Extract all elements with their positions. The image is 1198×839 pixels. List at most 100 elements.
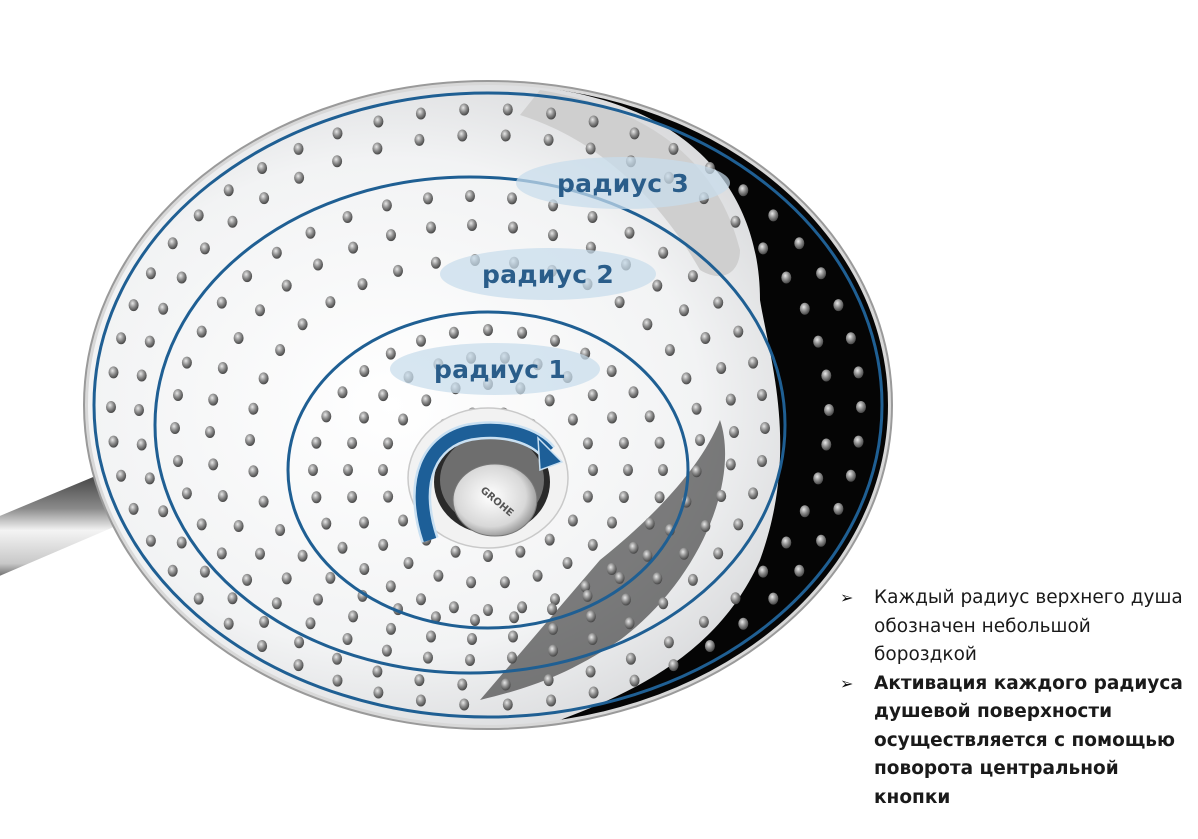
nozzle-dot (448, 326, 459, 339)
nozzle-dot (128, 502, 139, 515)
nozzle-dot (414, 133, 425, 146)
nozzle-dot (258, 495, 269, 508)
nozzle-dot (313, 258, 323, 271)
nozzle-dot (483, 604, 493, 616)
nozzle-dot (199, 565, 210, 578)
nozzle-dot (145, 534, 156, 547)
nozzle-dot (644, 517, 655, 530)
nozzle-dot (738, 184, 749, 197)
nozzle-dot (816, 534, 827, 547)
nozzle-dot (176, 536, 187, 549)
nozzle-dot (567, 413, 578, 426)
nozzle-dot (483, 324, 493, 336)
nozzle-dot (167, 237, 178, 250)
nozzle-dot (582, 490, 593, 503)
nozzle-dot (629, 127, 640, 140)
nozzle-dot (813, 472, 824, 485)
nozzle-dot (144, 335, 155, 348)
nozzle-dot (223, 184, 234, 197)
nozzle-dot (176, 271, 187, 284)
nozzle-dot (145, 267, 156, 280)
nozzle-dot (385, 580, 396, 593)
nozzle-dot (507, 192, 517, 205)
nozzle-dot (173, 455, 183, 467)
nozzle-dot (532, 569, 543, 582)
nozzle-dot (217, 362, 228, 374)
nozzle-dot (208, 458, 219, 471)
nozzle-dot (652, 572, 663, 585)
nozzle-dot (373, 686, 384, 699)
radius-rings (92, 91, 884, 719)
nozzle-dot (248, 465, 259, 478)
label-radius-1-bg (390, 343, 600, 395)
chrome-reflection (480, 85, 888, 725)
nozzle-dot (738, 617, 749, 630)
nozzle-dot (281, 572, 292, 585)
nozzle-dot (606, 563, 617, 575)
nozzle-dot (259, 615, 270, 628)
nozzle-dot (544, 533, 555, 546)
nozzle-dot (502, 103, 513, 116)
nozzle-dot (757, 389, 767, 401)
nozzle-dot (562, 557, 573, 569)
nozzle-dot (725, 393, 736, 406)
nozzle-dot (242, 573, 253, 586)
nozzle-dot (308, 464, 318, 476)
nozzle-dot (733, 325, 744, 338)
nozzle-dot (426, 630, 436, 643)
nozzle-dot (644, 410, 655, 423)
nozzle-dot (257, 162, 268, 174)
nozzle-dot (725, 458, 736, 471)
nozzle-dot (196, 518, 207, 531)
nozzle-dot (217, 490, 228, 502)
nozzle-dot (580, 580, 591, 593)
nozzle-dot (245, 434, 255, 446)
nozzle-dot (585, 610, 596, 623)
nozzle-dot (548, 229, 558, 242)
nozzle-dot (332, 127, 343, 140)
nozzle-dot (347, 437, 358, 449)
nozzle-dot (624, 226, 635, 239)
bullet-item-activation: ➢ Активация каждого радиуса душевой пове… (836, 670, 1196, 813)
nozzle-dot (585, 665, 596, 678)
nozzle-dot (668, 659, 679, 672)
nozzle-dot (821, 438, 832, 451)
nozzle-dot (700, 332, 711, 344)
nozzle-dot (337, 386, 348, 399)
nozzle-dot (543, 133, 554, 146)
nozzle-dot (713, 547, 724, 560)
nozzle-dot (342, 633, 353, 645)
nozzle-dot (845, 469, 856, 482)
bullet-arrow-icon: ➢ (840, 588, 854, 607)
bullet-arrow-icon: ➢ (840, 673, 854, 693)
nozzle-dot (378, 538, 389, 551)
nozzle-dot (170, 422, 180, 434)
nozzle-dot (547, 603, 557, 616)
nozzle-dot (281, 279, 292, 292)
nozzle-dot (347, 491, 358, 503)
nozzle-dot (275, 344, 286, 356)
nozzle-dot (679, 547, 689, 560)
nozzle-dot (748, 487, 759, 500)
nozzle-dot (508, 630, 518, 643)
nozzle-dot (628, 386, 639, 399)
nozzle-dot (824, 404, 834, 416)
nozzle-dot (293, 142, 304, 155)
bullet-list: ➢ Каждый радиус верхнего душа обозначен … (836, 584, 1196, 812)
nozzle-dot (173, 389, 183, 401)
nozzle-dot (381, 199, 392, 212)
nozzle-dot (500, 129, 511, 142)
nozzle-dot (546, 694, 557, 707)
nozzle-dot (359, 516, 369, 529)
nozzle-dot (687, 573, 698, 586)
nozzle-dot (381, 644, 392, 657)
nozzle-dot (116, 332, 127, 345)
nozzle-dot (730, 215, 741, 228)
nozzle-dot (457, 129, 468, 142)
nozzle-dot (398, 514, 409, 527)
nozzle-dot (227, 592, 238, 605)
nozzle-dot (821, 369, 832, 382)
nozzle-dot (507, 651, 517, 664)
nozzle-dot (181, 356, 192, 369)
nozzle-dot (853, 435, 864, 448)
